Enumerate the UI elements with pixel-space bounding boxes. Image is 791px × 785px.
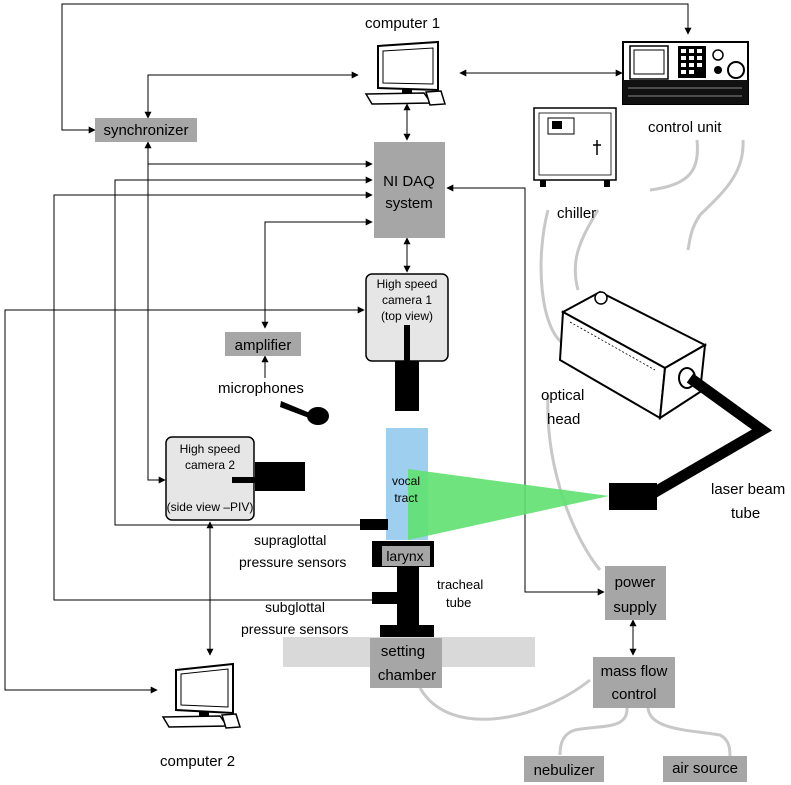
mass-flow-control: mass flow control (593, 657, 675, 708)
camera-1-label-line2: camera 1 (382, 293, 432, 307)
laser-beam-tube: laser beam tube (609, 373, 785, 522)
setting-chamber-label-line1: setting (381, 643, 425, 660)
subglottal-pressure-sensors: subglottal pressure sensors (241, 592, 398, 637)
computer-1-label: computer 1 (365, 15, 440, 32)
microphones-label: microphones (218, 380, 304, 397)
optical-head-icon (558, 290, 708, 420)
high-speed-camera-1: High speed camera 1 (top view) (365, 273, 449, 411)
control-unit-icon (622, 41, 749, 105)
air-source-label: air source (672, 760, 738, 777)
supraglottal-label-line2: pressure sensors (239, 554, 346, 570)
ni-daq-label-line2: system (385, 195, 433, 212)
vocal-tract: vocal tract (386, 428, 609, 540)
microphones: microphones (218, 380, 329, 425)
nebulizer-label: nebulizer (534, 762, 595, 779)
laser-sheet (408, 469, 609, 540)
chiller-label: chiller (557, 205, 596, 222)
tracheal-tube-label-line2: tube (446, 595, 471, 610)
synchronizer: synchronizer (95, 118, 197, 142)
hoses (418, 139, 745, 758)
laser-beam-tube-label-line2: tube (731, 505, 760, 522)
power-supply-label-line2: supply (613, 599, 657, 616)
tracheal-tube-label-line1: tracheal (437, 577, 483, 592)
nebulizer: nebulizer (524, 756, 604, 782)
high-speed-camera-2: High speed camera 2 (side view –PIV) (165, 436, 305, 521)
power-supply: power supply (605, 566, 666, 620)
amplifier-label: amplifier (235, 337, 292, 354)
mass-flow-label-line1: mass flow (601, 663, 668, 680)
amplifier: amplifier (225, 332, 301, 356)
larynx-label: larynx (386, 548, 423, 564)
vocal-tract-label-line1: vocal (392, 474, 420, 488)
tracheal-tube: tracheal tube (380, 567, 483, 637)
power-supply-label-line1: power (615, 574, 656, 591)
camera-2-label-line2: camera 2 (185, 458, 235, 472)
supraglottal-label-line1: supraglottal (254, 532, 326, 548)
computer-2: computer 2 (160, 662, 241, 770)
computer-1: computer 1 (364, 15, 446, 106)
camera-2-label-line3: (side view –PIV) (167, 500, 254, 514)
subglottal-label-line2: pressure sensors (241, 621, 348, 637)
optical-head-label-line2: head (547, 411, 580, 428)
setting-chamber: setting chamber (283, 637, 535, 688)
chiller: chiller (533, 107, 617, 222)
optical-head-label-line1: optical (541, 387, 584, 404)
connection-lines (4, 3, 692, 694)
ni-daq-system: NI DAQ system (374, 142, 445, 238)
control-unit-label: control unit (648, 119, 722, 136)
synchronizer-label: synchronizer (103, 122, 188, 139)
setting-chamber-label-line2: chamber (378, 667, 436, 684)
computer-icon (161, 662, 241, 729)
supraglottal-pressure-sensors: supraglottal pressure sensors (239, 519, 388, 570)
control-unit: control unit (622, 41, 749, 136)
ni-daq-label-line1: NI DAQ (383, 173, 435, 190)
subglottal-label-line1: subglottal (265, 599, 325, 615)
computer-2-label: computer 2 (160, 753, 235, 770)
vocal-tract-label-line2: tract (394, 491, 418, 505)
camera-1-label-line1: High speed (377, 277, 438, 291)
air-source: air source (663, 756, 747, 782)
camera-1-label-line3: (top view) (381, 309, 433, 323)
microphone-icon (280, 401, 329, 425)
laser-beam-tube-label-line1: laser beam (711, 481, 785, 498)
mass-flow-label-line2: control (611, 686, 656, 703)
camera-2-label-line1: High speed (180, 442, 241, 456)
larynx: larynx (372, 541, 434, 567)
optical-head: optical head (541, 290, 708, 428)
computer-icon (364, 40, 446, 106)
chiller-icon (533, 107, 617, 187)
